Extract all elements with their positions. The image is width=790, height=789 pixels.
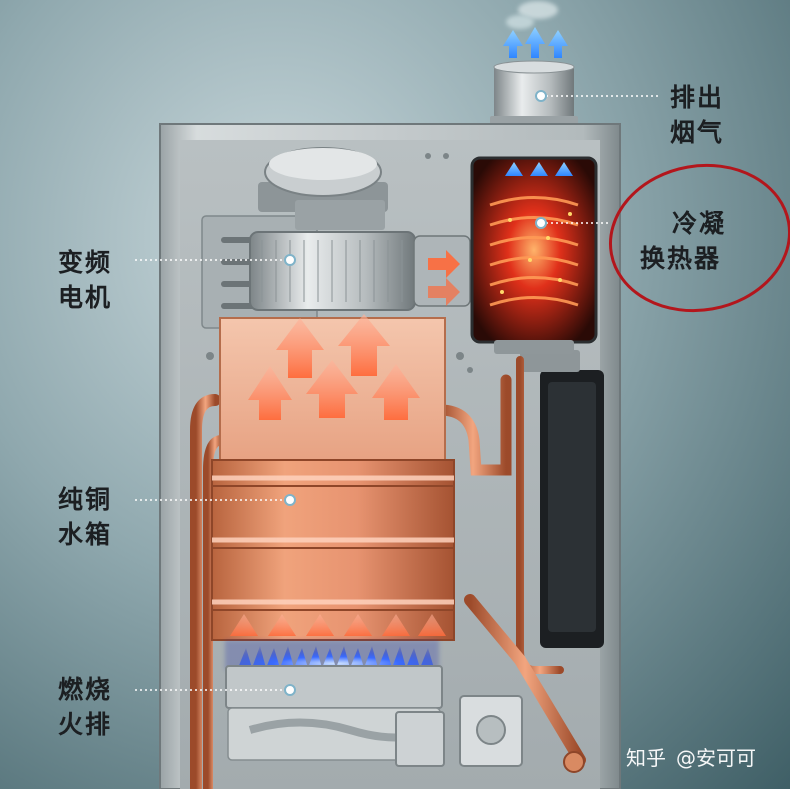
leader-lines <box>135 95 660 691</box>
condensing-dot <box>535 217 547 229</box>
copper-pipes <box>190 356 586 789</box>
watermark-author: @安可可 <box>676 746 756 770</box>
label-exhaust-line2: 烟气 <box>670 118 725 147</box>
flue-pipe <box>490 60 578 126</box>
label-tank-line2: 水箱 <box>58 520 113 549</box>
leader-dots <box>284 90 547 696</box>
condensing-heat-exchanger <box>470 156 598 354</box>
label-condensing-line2: 换热器 <box>640 244 722 273</box>
label-burner-line2: 火排 <box>58 710 113 739</box>
steam <box>506 1 558 29</box>
label-condensing-line1: 冷凝 <box>672 209 727 238</box>
exhaust-dot <box>535 90 547 102</box>
fan-motor <box>249 147 471 311</box>
burner-dot <box>284 684 296 696</box>
label-motor-line1: 变频 <box>58 248 113 277</box>
label-burner: 燃烧 火排 <box>58 672 112 742</box>
label-exhaust: 排出 烟气 <box>670 80 724 150</box>
tank-dot <box>284 494 296 506</box>
label-motor: 变频 电机 <box>58 245 112 315</box>
label-tank: 纯铜 水箱 <box>58 482 112 552</box>
label-tank-line1: 纯铜 <box>58 485 113 514</box>
gas-valve <box>395 695 585 773</box>
label-motor-line2: 电机 <box>58 283 113 312</box>
motor-dot <box>284 254 296 266</box>
label-condensing: 冷凝 换热器 <box>640 206 726 276</box>
watermark: 知乎 @安可可 <box>626 742 766 771</box>
burner <box>225 640 443 761</box>
watermark-brand: 知乎 <box>626 746 666 770</box>
label-exhaust-line1: 排出 <box>670 83 725 112</box>
highlight-ring <box>608 163 790 313</box>
heat-flow-arrows <box>230 314 446 636</box>
label-burner-line1: 燃烧 <box>58 675 113 704</box>
exhaust-arrows <box>503 27 568 58</box>
